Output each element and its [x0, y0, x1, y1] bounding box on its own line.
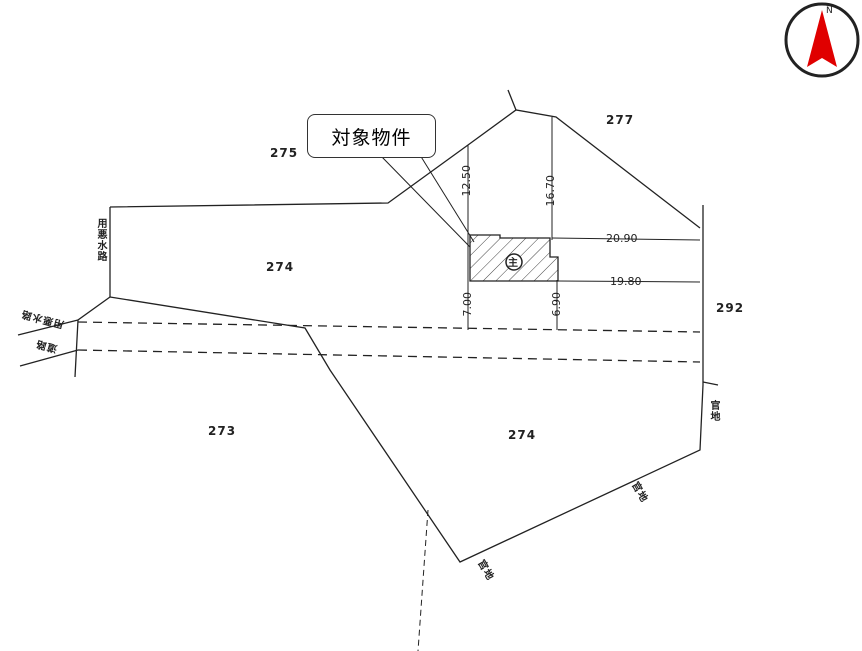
target-property-callout: 対象物件 [307, 114, 436, 158]
plot-mark: 主 [508, 258, 519, 269]
dim-12-50: 12.50 [460, 165, 473, 197]
lot-273: 273 [208, 424, 237, 438]
lot-275: 275 [270, 146, 299, 160]
dim-20-90: 20.90 [606, 232, 638, 245]
lot-274-south: 274 [508, 428, 537, 442]
boundary-center [109, 205, 704, 563]
road-line-2 [77, 349, 701, 363]
lot-277: 277 [606, 113, 635, 127]
compass-n-label: N [826, 6, 834, 16]
lot-274-north: 274 [266, 260, 295, 274]
dim-16-70: 16.70 [544, 175, 557, 207]
dim-19-80: 19.80 [610, 275, 642, 288]
dim-7-00: 7.00 [461, 292, 474, 317]
north-compass [784, 2, 860, 78]
dim-6-90: 6.90 [550, 292, 563, 317]
waterway-label-1: 用悪水路 [95, 218, 106, 262]
road-line-1 [77, 321, 701, 333]
lot-292: 292 [716, 301, 745, 315]
boundary-north [109, 109, 701, 229]
gov-land-label-1: 官地 [708, 400, 719, 422]
